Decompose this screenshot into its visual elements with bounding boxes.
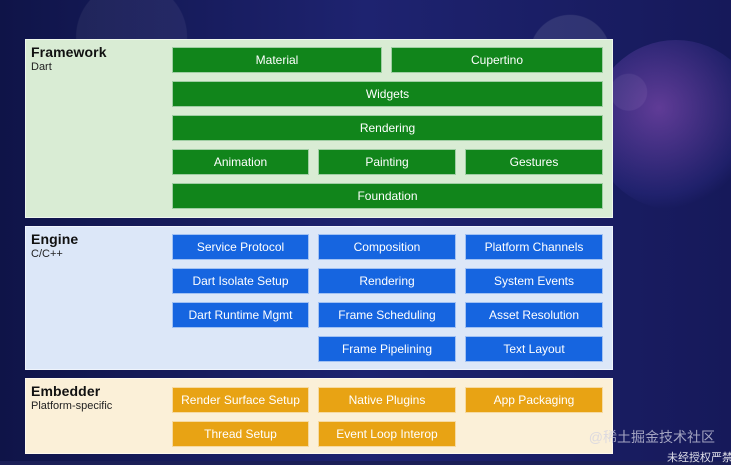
- block-event-loop-interop: Event Loop Interop: [318, 421, 456, 447]
- block-material: Material: [172, 47, 382, 73]
- block-composition: Composition: [318, 234, 456, 260]
- block-dart-isolate-setup: Dart Isolate Setup: [172, 268, 309, 294]
- watermark: @稀土掘金技术社区: [588, 429, 715, 445]
- block-engine-rendering: Rendering: [318, 268, 456, 294]
- block-widgets: Widgets: [172, 81, 603, 107]
- framework-title: Framework: [31, 44, 107, 60]
- block-framework-rendering: Rendering: [172, 115, 603, 141]
- engine-subtitle: C/C++: [31, 248, 63, 260]
- block-app-packaging: App Packaging: [465, 387, 603, 413]
- block-dart-runtime-mgmt: Dart Runtime Mgmt: [172, 302, 309, 328]
- block-thread-setup: Thread Setup: [172, 421, 309, 447]
- block-animation: Animation: [172, 149, 309, 175]
- block-system-events: System Events: [465, 268, 603, 294]
- block-asset-resolution: Asset Resolution: [465, 302, 603, 328]
- block-gestures: Gestures: [465, 149, 603, 175]
- block-foundation: Foundation: [172, 183, 603, 209]
- block-platform-channels: Platform Channels: [465, 234, 603, 260]
- block-painting: Painting: [318, 149, 456, 175]
- block-service-protocol: Service Protocol: [172, 234, 309, 260]
- embedder-subtitle: Platform-specific: [31, 400, 113, 412]
- framework-subtitle: Dart: [31, 61, 52, 73]
- engine-title: Engine: [31, 231, 79, 247]
- block-text-layout: Text Layout: [465, 336, 603, 362]
- embedder-title: Embedder: [31, 383, 101, 399]
- corner-text: 未经授权严禁: [667, 452, 731, 464]
- block-render-surface-setup: Render Surface Setup: [172, 387, 309, 413]
- block-frame-scheduling: Frame Scheduling: [318, 302, 456, 328]
- block-frame-pipelining: Frame Pipelining: [318, 336, 456, 362]
- block-native-plugins: Native Plugins: [318, 387, 456, 413]
- block-cupertino: Cupertino: [391, 47, 603, 73]
